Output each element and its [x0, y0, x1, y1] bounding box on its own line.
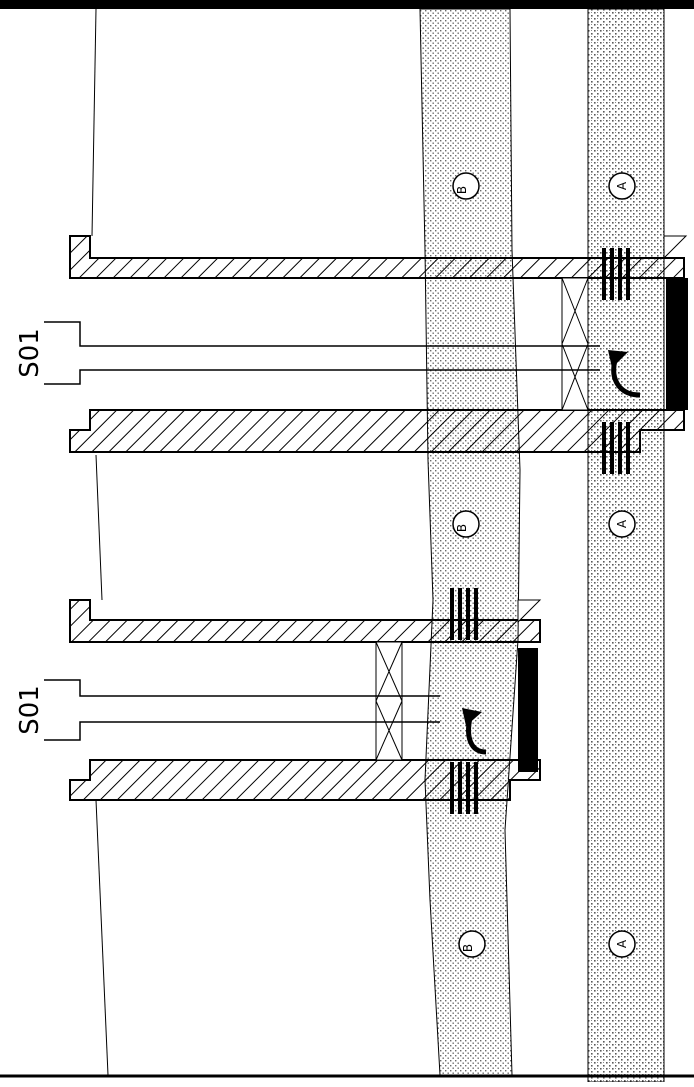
ground-line — [95, 454, 103, 601]
layer-marker: A — [608, 172, 636, 200]
base-tip — [517, 599, 542, 624]
flow-arrow-head — [462, 708, 482, 726]
bottom-plug — [518, 648, 538, 772]
screen-bars — [602, 248, 630, 474]
casing-wall — [69, 599, 541, 643]
casing-wall — [69, 235, 685, 279]
sampling-tube — [44, 321, 600, 385]
layer-marker: B — [458, 930, 486, 958]
layer-marker-label: A — [615, 939, 629, 948]
well-2 — [44, 588, 542, 814]
annular-seal — [561, 277, 589, 411]
ground-line — [91, 8, 97, 237]
flow-arrow-head — [608, 350, 628, 368]
ground-line — [95, 799, 109, 1076]
casing-wall — [69, 759, 541, 801]
annular-seal — [375, 641, 403, 761]
layer-marker-label: B — [461, 944, 475, 952]
casing-wall — [69, 409, 685, 453]
layer-marker: B — [452, 510, 480, 538]
well-label-2: S01 — [15, 685, 45, 735]
layer-a — [587, 8, 665, 1083]
layer-marker-label: A — [615, 181, 629, 190]
annular-seal — [561, 277, 589, 411]
layer-marker-label: B — [455, 524, 469, 532]
layer-marker: A — [608, 930, 636, 958]
well-1 — [44, 235, 688, 474]
layer-marker: A — [608, 510, 636, 538]
top-border — [0, 0, 694, 9]
layer-marker: B — [452, 172, 480, 200]
layer-marker-label: B — [455, 186, 469, 194]
annular-seal — [375, 641, 403, 761]
well-label-1: S01 — [15, 328, 45, 378]
layer-marker-label: A — [615, 519, 629, 528]
bottom-plug — [666, 278, 688, 410]
screen-bars — [450, 588, 478, 814]
sampling-tube — [44, 679, 440, 741]
base-tip — [663, 235, 688, 260]
layer-b — [419, 8, 521, 1076]
